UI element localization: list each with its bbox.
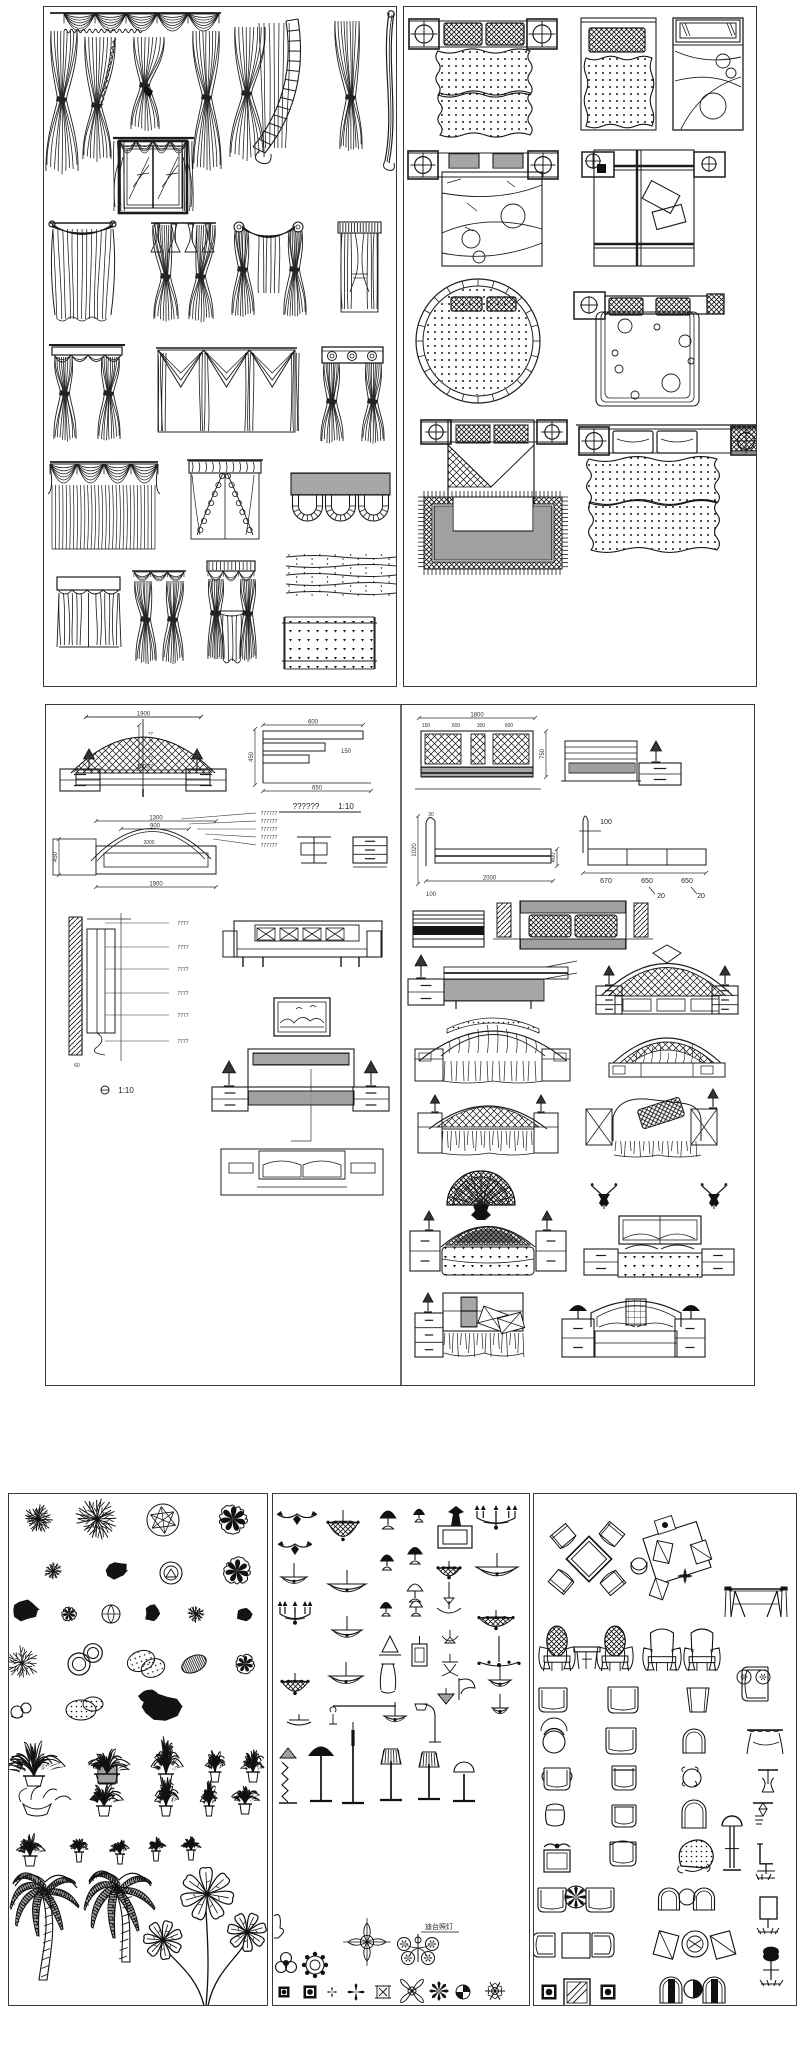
svg-text:670: 670: [600, 878, 612, 885]
svg-text:100: 100: [426, 892, 437, 898]
svg-text:600: 600: [452, 723, 461, 729]
svg-text:777777: 777777: [261, 811, 278, 817]
svg-text:7777: 7777: [177, 945, 188, 951]
svg-text:1020: 1020: [412, 843, 418, 857]
svg-text:2000: 2000: [483, 876, 497, 882]
svg-text:7777: 7777: [177, 1013, 188, 1019]
svg-text:1:10: 1:10: [338, 802, 354, 811]
svg-text:650: 650: [641, 878, 653, 885]
svg-text:20: 20: [657, 893, 665, 900]
svg-text:77: 77: [148, 739, 154, 744]
svg-text:600: 600: [505, 723, 514, 729]
svg-text:7777: 7777: [177, 967, 188, 973]
svg-text:150: 150: [422, 723, 431, 729]
svg-text:77: 77: [148, 747, 154, 752]
svg-text:777777: 777777: [261, 843, 278, 849]
svg-text:1800: 1800: [470, 713, 484, 719]
svg-text:1300: 1300: [149, 816, 163, 822]
svg-text:450: 450: [249, 751, 255, 762]
svg-text:??????: ??????: [293, 802, 320, 811]
svg-text:600: 600: [308, 720, 319, 726]
svg-text:150: 150: [341, 749, 352, 755]
svg-text:300: 300: [477, 723, 486, 729]
svg-text:77: 77: [148, 763, 154, 768]
svg-text:650: 650: [681, 878, 693, 885]
svg-text:7777: 7777: [177, 1039, 188, 1045]
svg-text:7777: 7777: [177, 921, 188, 927]
svg-text:77: 77: [148, 731, 154, 736]
svg-text:20: 20: [697, 893, 705, 900]
svg-text:450: 450: [53, 851, 59, 862]
svg-text:777777: 777777: [261, 819, 278, 825]
svg-text:100: 100: [600, 819, 612, 826]
svg-text:777777: 777777: [261, 835, 278, 841]
svg-text:1400: 1400: [136, 765, 150, 771]
svg-text:900: 900: [150, 824, 161, 830]
svg-text:60: 60: [74, 1063, 80, 1069]
svg-text:1900: 1900: [137, 712, 151, 718]
svg-text:7777: 7777: [177, 991, 188, 997]
svg-text:迪台照灯: 迪台照灯: [425, 1922, 453, 1931]
svg-text:30: 30: [428, 812, 434, 818]
svg-text:1900: 1900: [149, 882, 163, 888]
svg-text:650: 650: [312, 786, 323, 792]
svg-text:77: 77: [148, 755, 154, 760]
svg-text:1:10: 1:10: [118, 1086, 134, 1095]
svg-text:777777: 777777: [261, 827, 278, 833]
svg-text:2000: 2000: [143, 840, 154, 846]
svg-text:400: 400: [551, 852, 557, 863]
svg-text:750: 750: [540, 748, 546, 759]
